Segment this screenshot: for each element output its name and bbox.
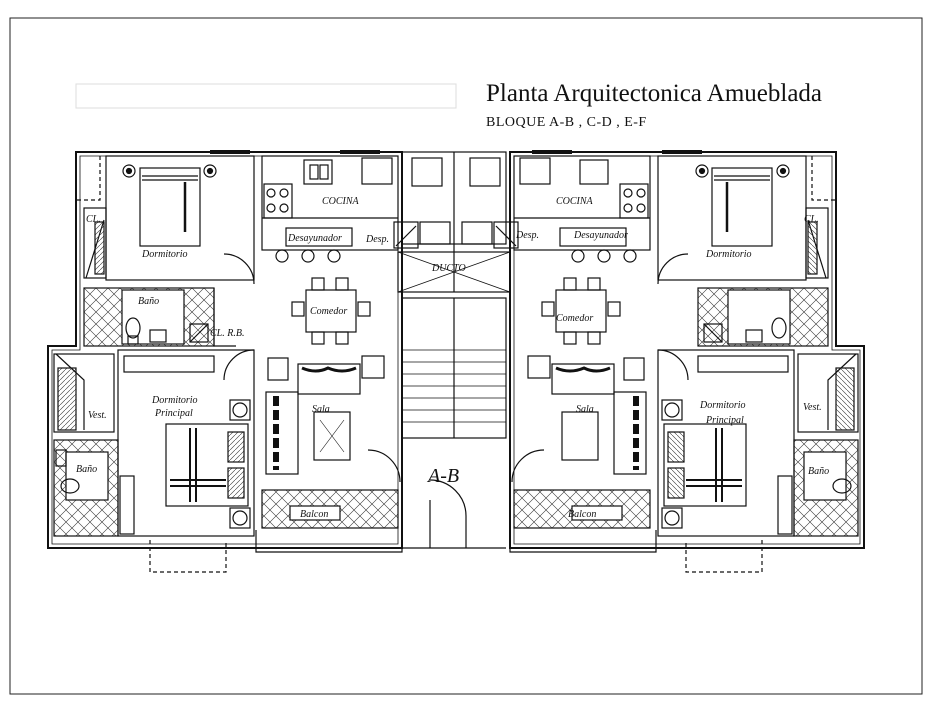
left-unit [47, 150, 419, 573]
label-balcon: Balcon [568, 509, 596, 520]
label-comedor: Comedor [310, 306, 347, 317]
stair-core [397, 151, 511, 549]
page-title: Planta Arquitectonica Amueblada [486, 80, 823, 107]
cocina [261, 155, 399, 251]
label-ducto: DUCTO [431, 263, 466, 274]
sofa-side [265, 391, 299, 475]
right-unit-labels: Dormitorio CL. COCINA Desayunador Desp. … [515, 196, 829, 520]
label-block: A-B [426, 465, 459, 487]
page-subtitle: BLOQUE A-B , C-D , E-F [486, 115, 647, 130]
label-desayunador: Desayunador [287, 233, 342, 244]
label-vestidor: Vest. [803, 402, 822, 413]
label-closet-rb: CL. R.B. [210, 328, 244, 339]
label-dormitorio-principal-2: Principal [705, 415, 744, 426]
master-bed [165, 423, 249, 507]
label-bano-top: Baño [138, 296, 159, 307]
sheet-border [9, 17, 923, 695]
closet-left [83, 207, 107, 279]
label-despensa: Desp. [515, 230, 539, 241]
label-bano-bottom: Baño [808, 466, 829, 477]
label-despensa: Desp. [365, 234, 389, 245]
label-vestidor: Vest. [88, 410, 107, 421]
label-dormitorio: Dormitorio [141, 249, 188, 260]
label-closet: CL. [86, 214, 101, 225]
label-bano-bottom: Baño [76, 464, 97, 475]
bed [139, 167, 201, 247]
label-cocina: COCINA [322, 196, 360, 207]
label-sala: Sala [312, 404, 330, 415]
label-cocina: COCINA [556, 196, 594, 207]
vestidor [53, 353, 115, 433]
desayunador-counter [285, 227, 353, 247]
label-dormitorio-principal-1: Dormitorio [151, 395, 198, 406]
dormitorio-room [105, 155, 255, 281]
sofa-top [297, 363, 361, 395]
comedor-table [305, 289, 357, 333]
label-balcon: Balcon [300, 509, 328, 520]
label-closet: CL. [804, 214, 819, 225]
label-dormitorio-principal-1: Dormitorio [699, 400, 746, 411]
label-dormitorio-principal-2: Principal [154, 408, 193, 419]
label-comedor: Comedor [556, 313, 593, 324]
label-dormitorio: Dormitorio [705, 249, 752, 260]
title-block-blank [75, 83, 457, 109]
left-unit-labels: Dormitorio CL. Baño CL. R.B. COCINA Desa… [76, 196, 389, 520]
right-unit [493, 150, 865, 573]
label-sala: Sala [576, 404, 594, 415]
label-desayunador: Desayunador [573, 230, 628, 241]
